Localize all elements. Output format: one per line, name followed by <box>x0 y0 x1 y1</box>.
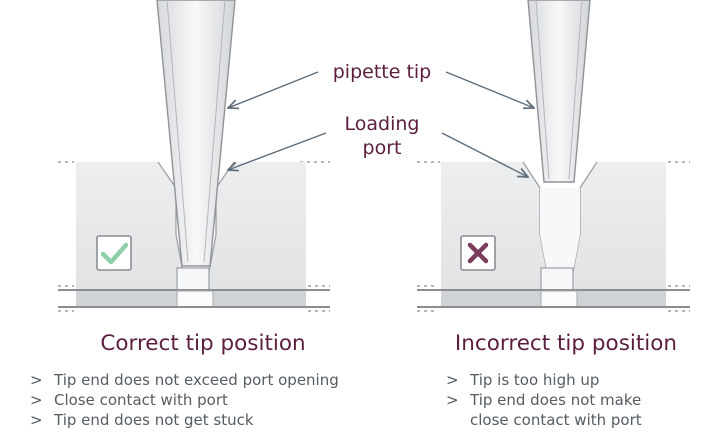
port-funnel <box>540 188 580 272</box>
pipette-tip-inner-wall <box>166 0 226 263</box>
bottom-band <box>76 291 177 307</box>
loading-port-arrow-left <box>228 132 327 170</box>
pipette-tip-arrow-left <box>228 71 319 108</box>
chevron-right-icon: > <box>446 371 459 389</box>
chip-body <box>76 162 306 290</box>
chevron-right-icon: > <box>30 411 43 429</box>
loading-port-label-line1: Loading <box>345 113 420 135</box>
list-item: > Tip end does not get stuck <box>30 410 339 430</box>
channel-opening <box>176 290 214 308</box>
chevron-right-icon: > <box>30 371 43 389</box>
pipette-tip-label: pipette tip <box>333 61 432 83</box>
list-item: > Tip is too high up <box>446 370 642 390</box>
check-icon <box>100 242 129 265</box>
chip-body <box>441 162 666 290</box>
list-item-text: Tip end does not make <box>470 391 642 409</box>
list-item: > close contact with port <box>446 410 642 430</box>
list-item-text: Tip end does not exceed port opening <box>54 371 339 389</box>
correct-position-caption: Correct tip position <box>100 331 306 356</box>
check-icon-box <box>96 235 132 271</box>
bottom-band <box>577 291 666 307</box>
callout-arrows <box>228 71 534 177</box>
bottom-band <box>441 291 541 307</box>
chevron-right-icon: > <box>30 391 43 409</box>
channel-opening <box>540 290 578 308</box>
pipette-tip <box>156 0 236 267</box>
correct-position-notes: > Tip end does not exceed port opening >… <box>30 370 339 430</box>
pipette-tip <box>527 0 591 183</box>
port-neck <box>176 267 210 291</box>
chevron-right-icon: > <box>446 391 459 409</box>
list-item-text: close contact with port <box>470 411 642 429</box>
cross-icon <box>467 242 489 264</box>
list-item: > Tip end does not exceed port opening <box>30 370 339 390</box>
list-item: > Tip end does not make <box>446 390 642 410</box>
incorrect-panel-illustration <box>417 0 690 312</box>
incorrect-position-caption: Incorrect tip position <box>454 331 678 356</box>
loading-port-arrow-right <box>441 132 528 177</box>
loading-port-label-line2: port <box>363 137 402 159</box>
correct-panel-illustration <box>58 0 330 312</box>
list-item-text: Close contact with port <box>54 391 228 409</box>
bottom-band <box>213 291 306 307</box>
port-outline <box>157 161 235 273</box>
list-item-text: Tip is too high up <box>470 371 600 389</box>
list-item-text: Tip end does not get stuck <box>54 411 254 429</box>
pipette-tip-arrow-right <box>445 71 534 108</box>
incorrect-position-notes: > Tip is too high up > Tip end does not … <box>446 370 642 430</box>
pipette-tip-inner-wall <box>535 0 583 180</box>
list-item: > Close contact with port <box>30 390 339 410</box>
port-neck <box>540 267 574 291</box>
